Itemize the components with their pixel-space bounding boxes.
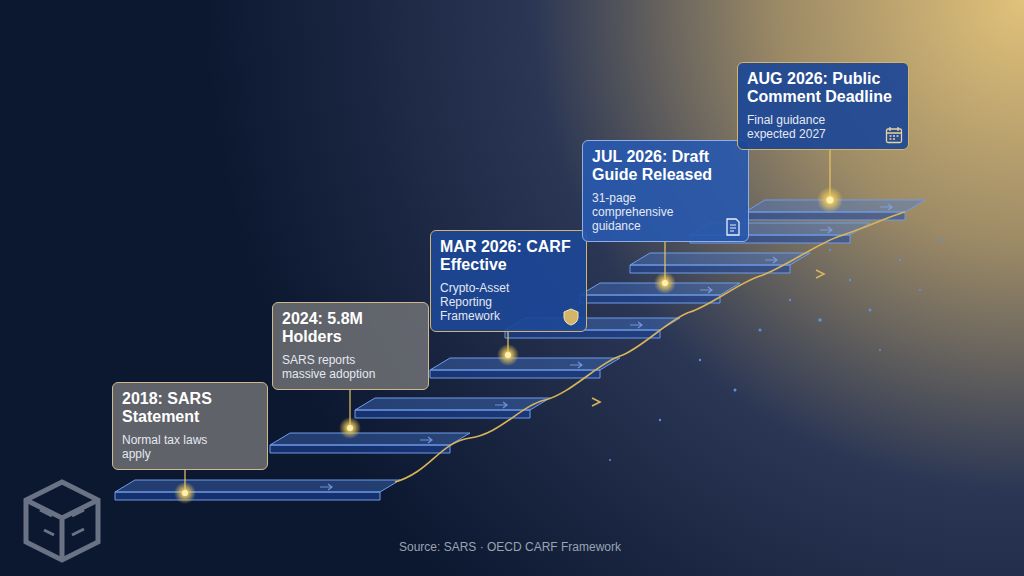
milestone-heading: 2018: SARS Statement <box>122 390 259 426</box>
milestone-heading: JUL 2026: Draft Guide Released <box>592 148 740 184</box>
gold-chevrons <box>592 270 824 406</box>
milestone-box: MAR 2026: CARF EffectiveCrypto-Asset Rep… <box>430 230 587 332</box>
milestone-heading: 2024: 5.8M Holders <box>282 310 420 346</box>
particles <box>609 239 942 462</box>
calendar-icon <box>885 126 903 144</box>
source-caption: Source: SARS · OECD CARF Framework <box>300 540 720 554</box>
growth-line <box>395 212 905 482</box>
shield-icon <box>563 308 579 326</box>
milestone-detail: SARS reports massive adoption <box>282 353 420 381</box>
milestone-box: 2024: 5.8M HoldersSARS reports massive a… <box>272 302 429 390</box>
milestone-box: JUL 2026: Draft Guide Released 31-page co… <box>582 140 749 242</box>
milestone-box: AUG 2026: Public Comment DeadlineFinal g… <box>737 62 909 150</box>
logo <box>26 482 98 560</box>
milestone-heading: MAR 2026: CARF Effective <box>440 238 578 274</box>
document-icon <box>725 218 741 236</box>
milestone-detail: Crypto-Asset Reporting Framework <box>440 281 578 323</box>
milestone-detail: Final guidance expected 2027 <box>747 113 900 141</box>
milestone-heading: AUG 2026: Public Comment Deadline <box>747 70 900 106</box>
milestone-detail: Normal tax laws apply <box>122 433 259 461</box>
milestone-box: 2018: SARS StatementNormal tax laws appl… <box>112 382 268 470</box>
milestone-detail: 31-page comprehensive guidance <box>592 191 740 233</box>
